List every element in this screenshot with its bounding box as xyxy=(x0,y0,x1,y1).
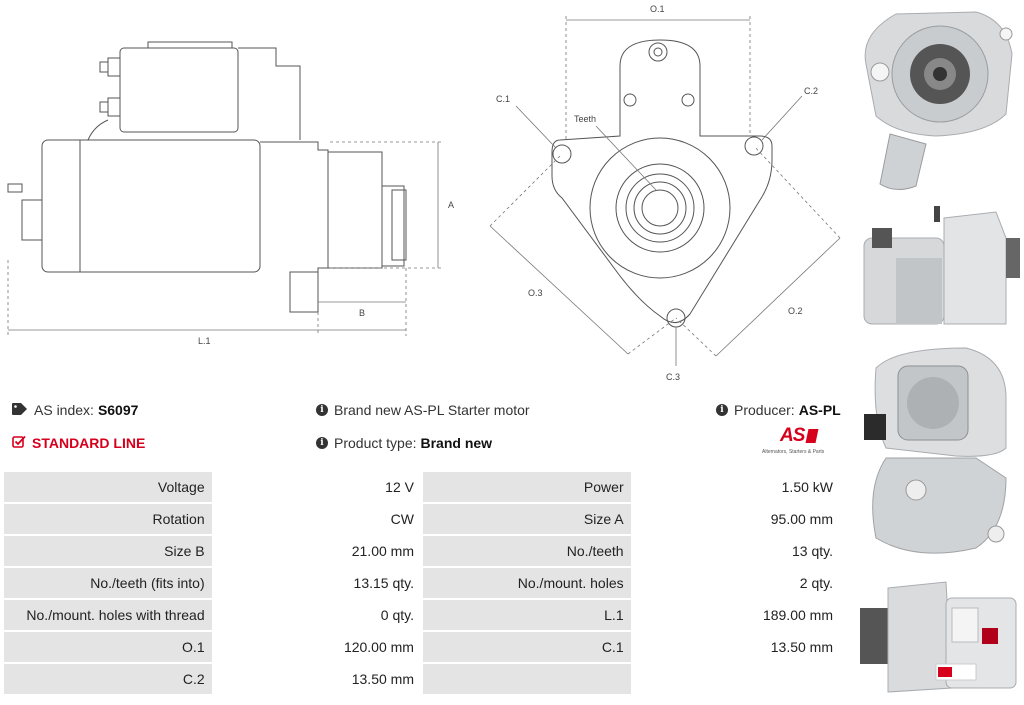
dim-l1-label: L.1 xyxy=(198,336,211,346)
side-view-outline xyxy=(7,41,407,313)
as-index: AS index: S6097 xyxy=(12,402,138,418)
front-view-outline xyxy=(551,39,773,328)
dim-c3-label: C.3 xyxy=(666,372,680,382)
dim-o2-label: O.2 xyxy=(788,306,803,316)
spec-value: 0 qty. xyxy=(213,600,421,630)
dim-o1-label: O.1 xyxy=(650,4,665,14)
spec-value: 1.50 kW xyxy=(632,472,840,502)
spec-label: Power xyxy=(422,472,631,502)
product-type: i Product type: Brand new xyxy=(316,435,492,451)
logo-mark xyxy=(805,429,819,443)
teeth-label: Teeth xyxy=(574,114,596,124)
spec-label: Size A xyxy=(422,504,631,534)
product-photo-side xyxy=(863,206,1020,325)
spec-value: 189.00 mm xyxy=(632,600,840,630)
spec-value: 95.00 mm xyxy=(632,504,840,534)
spec-label: C.2 xyxy=(4,664,212,694)
product-photo-label-side xyxy=(860,581,1017,693)
spec-label: Rotation xyxy=(4,504,212,534)
spec-label: No./teeth (fits into) xyxy=(4,568,212,598)
logo-text: AS xyxy=(780,425,805,446)
spec-label: Size B xyxy=(4,536,212,566)
info-icon: i xyxy=(316,404,328,416)
spec-value: 13.50 mm xyxy=(213,664,421,694)
side-view-dimensions xyxy=(7,141,444,336)
product-type-value: Brand new xyxy=(420,435,493,451)
spec-label: O.1 xyxy=(4,632,212,662)
product-type-label: Product type: xyxy=(334,435,417,451)
tag-icon xyxy=(12,402,28,418)
spec-value: 2 qty. xyxy=(632,568,840,598)
dim-c2-label: C.2 xyxy=(804,86,818,96)
technical-drawing: A B L.1 O.1 C.1 C.2 Teeth O.3 O.2 C. xyxy=(7,4,841,382)
producer-label: Producer: xyxy=(734,402,795,418)
front-view-dimensions xyxy=(489,16,841,366)
standard-line: STANDARD LINE xyxy=(12,435,145,451)
logo-tagline: Alternators, Starters & Parts xyxy=(762,449,825,455)
checkbox-icon xyxy=(12,435,26,451)
description-text: Brand new AS-PL Starter motor xyxy=(334,402,530,418)
spec-value: 21.00 mm xyxy=(213,536,421,566)
spec-label: No./mount. holes xyxy=(422,568,631,598)
producer: i Producer: AS-PL xyxy=(716,402,841,418)
spec-value: 120.00 mm xyxy=(213,632,421,662)
as-pl-logo: AS Alternators, Starters & Parts xyxy=(760,425,850,461)
as-index-label: AS index: xyxy=(34,402,94,418)
spec-label: No./teeth xyxy=(422,536,631,566)
spec-value xyxy=(632,664,840,694)
spec-value: 13 qty. xyxy=(632,536,840,566)
spec-value: 12 V xyxy=(213,472,421,502)
dim-b-label: B xyxy=(359,308,365,318)
dim-a-label: A xyxy=(448,200,454,210)
producer-value: AS-PL xyxy=(798,402,841,418)
as-index-value: S6097 xyxy=(97,402,139,418)
info-icon: i xyxy=(716,404,728,416)
standard-line-label: STANDARD LINE xyxy=(32,435,146,451)
info-icon: i xyxy=(316,437,328,449)
dim-c1-label: C.1 xyxy=(496,94,510,104)
spec-label: No./mount. holes with thread xyxy=(4,600,212,630)
spec-row: No./teeth (fits into)13.15 qty.No./mount… xyxy=(4,568,840,598)
spec-label: C.1 xyxy=(422,632,631,662)
spec-label: Voltage xyxy=(4,472,212,502)
product-description: i Brand new AS-PL Starter motor xyxy=(316,402,530,418)
product-photo-rear xyxy=(864,347,1007,554)
spec-value: 13.15 qty. xyxy=(213,568,421,598)
spec-label xyxy=(422,664,631,694)
spec-label: L.1 xyxy=(422,600,631,630)
spec-value: 13.50 mm xyxy=(632,632,840,662)
dim-o3-label: O.3 xyxy=(528,288,543,298)
product-photo-front xyxy=(864,11,1013,190)
spec-value: CW xyxy=(213,504,421,534)
